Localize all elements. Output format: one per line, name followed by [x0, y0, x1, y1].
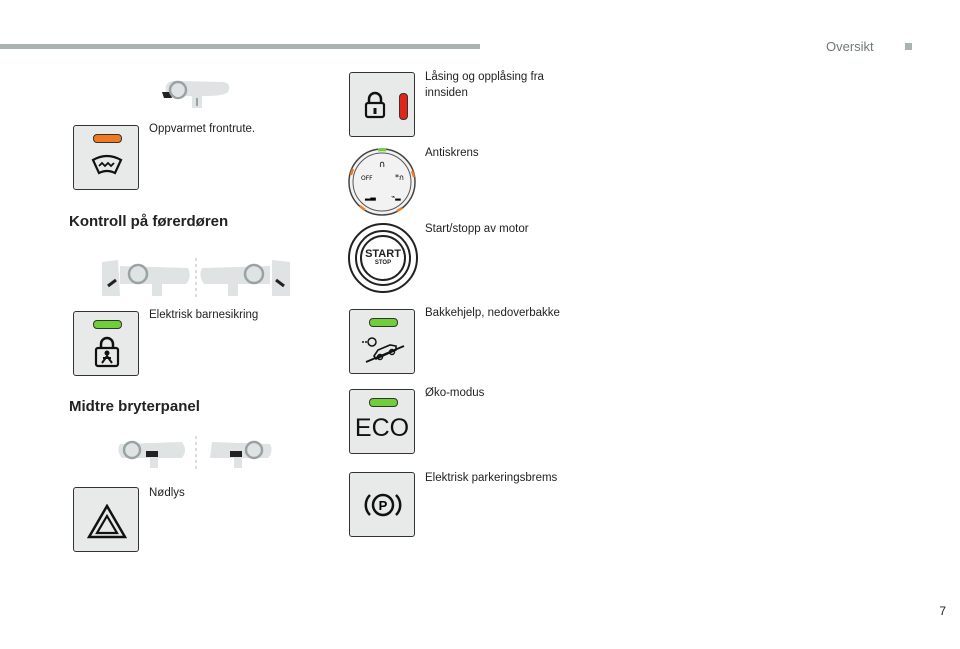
section-title: Oversikt — [826, 39, 874, 54]
parking-brake-button[interactable]: P — [349, 472, 415, 537]
svg-text:⌁▂: ⌁▂ — [391, 193, 401, 201]
stop-label: STOP — [374, 260, 392, 266]
eco-label: ECO — [354, 414, 410, 442]
hazard-triangle-icon — [87, 504, 127, 539]
start-stop-button[interactable]: START STOP — [348, 223, 418, 293]
door-controls-location-icon — [102, 258, 290, 298]
item-label: Oppvarmet frontrute. — [149, 123, 256, 135]
dashboard-location-icon — [162, 80, 230, 108]
grip-control-dial[interactable]: ∩ OFF *ก ▂▃ ⌁▂ — [347, 147, 417, 217]
hazard-lights-button[interactable] — [73, 487, 139, 552]
item-label: Elektrisk barnesikring — [149, 309, 259, 321]
indicator-led — [93, 320, 122, 329]
section-marker — [905, 43, 912, 50]
padlock-icon — [364, 91, 386, 119]
item-label: Øko-modus — [425, 387, 485, 399]
item-label: Nødlys — [149, 487, 185, 499]
center-panel-location-icon — [118, 436, 272, 472]
start-label: START — [365, 248, 401, 260]
header-bar — [0, 44, 480, 49]
parking-brake-icon: P — [364, 493, 402, 517]
indicator-led — [369, 398, 398, 407]
heading-door: Kontroll på førerdøren — [69, 213, 229, 230]
central-locking-button[interactable] — [349, 72, 415, 137]
svg-text:∩: ∩ — [379, 160, 386, 170]
svg-text:▂▃: ▂▃ — [364, 193, 376, 201]
svg-text:P: P — [379, 498, 388, 513]
item-label: Elektrisk parkeringsbrems — [425, 472, 558, 484]
page-number: 7 — [939, 604, 946, 618]
eco-mode-button[interactable]: ECO — [349, 389, 415, 454]
windscreen-heat-icon — [91, 154, 123, 175]
indicator-led — [369, 318, 398, 327]
svg-text:OFF: OFF — [361, 175, 373, 182]
item-label: Start/stopp av motor — [425, 223, 529, 235]
heading-center: Midtre bryterpanel — [69, 398, 200, 415]
indicator-led — [93, 134, 122, 143]
hill-descent-button[interactable] — [349, 309, 415, 374]
svg-text:*ก: *ก — [395, 173, 404, 182]
item-label: Låsing og opplåsing fra innsiden — [425, 71, 544, 99]
heated-windscreen-button[interactable] — [73, 125, 139, 190]
child-lock-button[interactable] — [73, 311, 139, 376]
item-label: Bakkehjelp, nedoverbakke — [425, 307, 560, 319]
child-lock-icon — [94, 336, 120, 368]
indicator-led — [399, 93, 408, 120]
hill-descent-icon — [362, 337, 405, 363]
item-label: Antiskrens — [425, 147, 479, 159]
